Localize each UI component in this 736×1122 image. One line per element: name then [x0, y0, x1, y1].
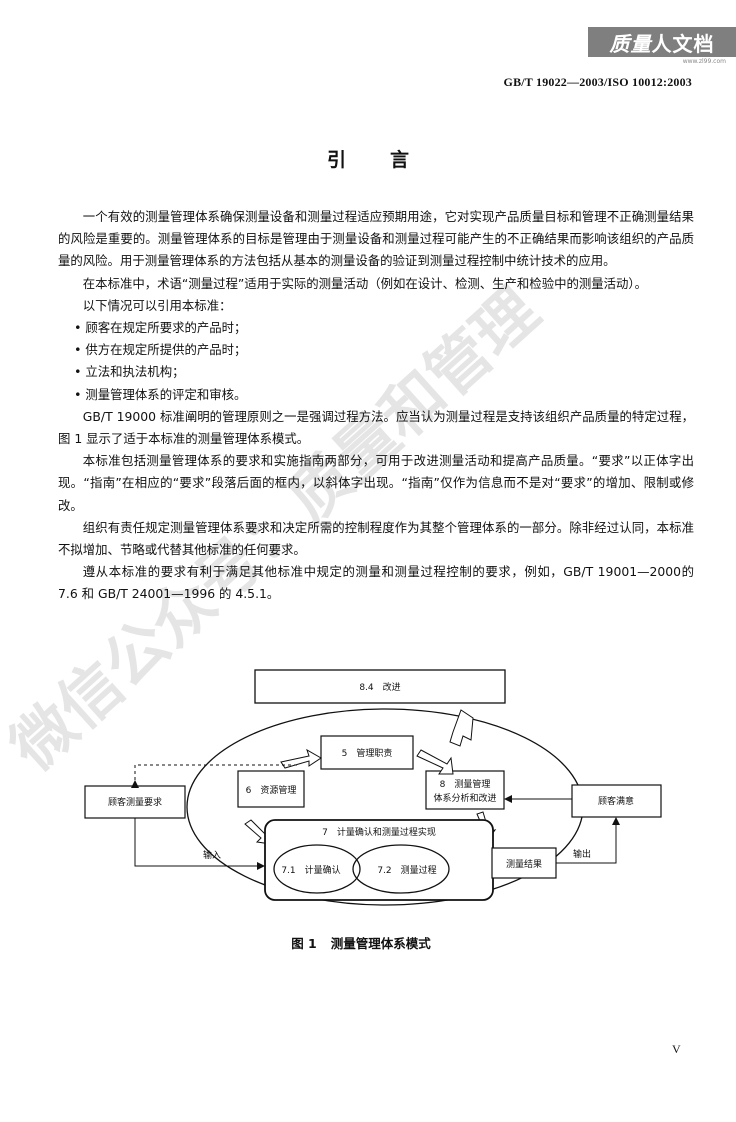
cycle-arrow: [416, 749, 454, 775]
feedback-dashed-line: [134, 764, 299, 786]
customer-req-label: 顾客测量要求: [108, 796, 162, 808]
paragraph: 组织有责任规定测量管理体系要求和决定所需的控制程度作为其整个管理体系的一部分。除…: [58, 519, 694, 558]
logo-brand-b: 人文档: [651, 31, 715, 56]
mgmt-box: [320, 735, 414, 770]
figure-label: 图 1: [291, 936, 317, 951]
result-label: 测量结果: [506, 858, 542, 870]
page-title: 引言: [326, 149, 453, 171]
input-line: [134, 818, 259, 867]
body-text: 一个有效的测量管理体系确保测量设备和测量过程适应预期用途，它对实现产品质量目标和…: [58, 206, 694, 606]
process-ellipse: [352, 844, 450, 894]
paragraph: 遵从本标准的要求有利于满足其他标准中规定的测量和测量过程控制的要求，例如，GB/…: [58, 564, 694, 602]
realize-label: 7 计量确认和测量过程实现: [322, 826, 436, 838]
resource-label: 6 资源管理: [246, 784, 297, 796]
analysis-box: [425, 770, 505, 810]
output-arrowhead: [612, 817, 620, 825]
confirm-label: 7.1 计量确认: [281, 864, 340, 876]
cycle-arrow: [280, 748, 322, 769]
figure-title: 测量管理体系模式: [330, 936, 431, 951]
output-line: [556, 823, 617, 864]
paragraph: 本标准包括测量管理体系的要求和实施指南两部分，可用于改进测量活动和提高产品质量。…: [58, 453, 694, 513]
standard-number: GB/T 19022—2003/ISO 10012:2003: [503, 75, 692, 89]
input-arrowhead: [257, 862, 265, 870]
customer-sat-label: 顾客满意: [598, 795, 634, 807]
logo-brand-a: 质量: [609, 31, 652, 56]
resource-box: [237, 770, 305, 808]
logo-url: www.zl99.com: [682, 58, 726, 65]
figure-caption: 图 1 测量管理体系模式: [0, 933, 736, 952]
feedback-arrowhead: [131, 780, 139, 788]
improve-label: 8.4 改进: [359, 681, 400, 693]
bullet-item: • 立法和执法机构；: [74, 364, 185, 380]
confirm-ellipse: [273, 844, 361, 894]
improve-box: [254, 669, 506, 704]
improve-arrow: [449, 709, 474, 747]
bullet-item: • 测量管理体系的评定和审核。: [74, 386, 247, 402]
analysis-label-1: 8 测量管理: [440, 778, 491, 790]
paragraph: 在本标准中，术语“测量过程”适用于实际的测量活动（例如在设计、检测、生产和检验中…: [82, 275, 648, 291]
paragraph: 以下情况可以引用本标准：: [82, 297, 232, 313]
customer-sat-box: [571, 784, 662, 818]
bullet-item: • 供方在规定所提供的产品时；: [74, 342, 247, 358]
paragraph: GB/T 19000 标准阐明的管理原则之一是强调过程方法。应当认为测量过程是支…: [58, 408, 694, 447]
output-label: 输出: [573, 848, 591, 860]
management-system-diagram: 8.4 改进 5 管理职责 6 资源管理 8 测量管理 体系分析和改进 7 计量…: [84, 669, 662, 906]
satisfaction-arrowhead: [504, 795, 512, 803]
input-label: 输入: [203, 849, 221, 861]
customer-req-box: [84, 785, 186, 819]
paragraph: 一个有效的测量管理体系确保测量设备和测量过程适应预期用途，它对实现产品质量目标和…: [58, 209, 694, 269]
page-number: V: [672, 1042, 681, 1056]
site-logo: 质量 人文档: [588, 27, 736, 57]
bullet-item: • 顾客在规定所要求的产品时；: [74, 320, 247, 336]
analysis-label-2: 体系分析和改进: [433, 792, 496, 804]
result-box: [491, 847, 557, 879]
process-label: 7.2 测量过程: [377, 864, 436, 876]
mgmt-label: 5 管理职责: [342, 747, 393, 759]
